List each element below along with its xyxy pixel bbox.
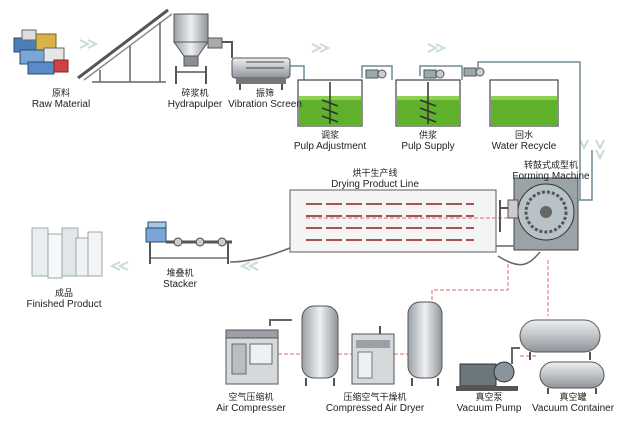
label-en: Air Compresser <box>216 403 286 414</box>
label-en: Forming Machine <box>512 171 590 182</box>
label-air-compressor: 空气压缩机 Air Compresser <box>208 392 294 414</box>
label-cn: 空气压缩机 <box>228 392 274 402</box>
label-en: Vacuum Container <box>531 403 615 414</box>
label-en: Hydrapulper <box>167 99 223 110</box>
pulp-supply-tank <box>395 79 461 127</box>
label-en: Finished Product <box>26 299 102 310</box>
label-water-recycle: 回水 Water Recycle <box>484 130 564 152</box>
label-cn: 真空泵 <box>475 392 503 402</box>
flow-arrows <box>79 39 605 271</box>
label-en: Pulp Supply <box>401 141 455 152</box>
label-vibration-screen: 振筛 Vibration Screen <box>222 88 308 110</box>
flow-arrow-icon <box>117 261 129 271</box>
flow-arrow-icon <box>311 43 323 53</box>
feed-conveyor <box>77 8 173 83</box>
forming-machine-icon <box>499 150 593 251</box>
label-raw-material: 原料 Raw Material <box>26 88 96 110</box>
label-hydrapulper: 碎浆机 Hydrapulper <box>160 88 230 110</box>
transfer-belts <box>229 245 541 266</box>
air-tank-icon <box>301 305 339 386</box>
label-compressed-air-dryer: 压缩空气干燥机 Compressed Air Dryer <box>320 392 430 414</box>
label-vacuum-container: 真空罐 Vacuum Container <box>528 392 618 414</box>
flow-arrow-icon <box>247 261 259 271</box>
flow-arrow-icon <box>79 39 91 49</box>
label-drying-line: 烘干生产线 Drying Product Line <box>320 168 430 190</box>
vibration-screen-icon <box>231 57 291 90</box>
label-cn: 碎浆机 <box>181 88 209 98</box>
label-cn: 堆叠机 <box>166 268 194 278</box>
label-cn: 成品 <box>54 288 73 298</box>
label-en: Compressed Air Dryer <box>325 403 425 414</box>
flow-arrow-icon <box>109 261 121 271</box>
pulp-adjustment-tank <box>297 79 363 127</box>
label-en: Stacker <box>163 279 197 290</box>
hydrapulper-icon <box>173 13 233 84</box>
stacker-icon <box>145 221 232 264</box>
label-vacuum-pump: 真空泵 Vacuum Pump <box>452 392 526 414</box>
water-recycle-tank <box>489 79 559 127</box>
air-compressor-icon <box>225 319 292 385</box>
label-pulp-supply: 供浆 Pulp Supply <box>390 130 466 152</box>
flow-arrow-icon <box>319 43 331 53</box>
raw-material-icon <box>13 29 69 75</box>
label-en: Pulp Adjustment <box>293 141 367 152</box>
label-cn: 转鼓式成型机 <box>523 160 578 170</box>
finished-product-icon <box>31 227 103 279</box>
label-en: Raw Material <box>31 99 91 110</box>
label-cn: 压缩空气干燥机 <box>343 392 407 402</box>
air-lines <box>278 260 549 357</box>
label-cn: 真空罐 <box>559 392 587 402</box>
label-finished-product: 成品 Finished Product <box>16 288 112 310</box>
pump-icon <box>365 67 485 79</box>
label-en: Drying Product Line <box>331 179 419 190</box>
vacuum-pump-icon <box>456 347 520 391</box>
air-tank-icon <box>407 301 443 386</box>
air-dryer-icon <box>351 326 395 385</box>
label-en: Water Recycle <box>491 141 557 152</box>
label-cn: 供浆 <box>418 130 437 140</box>
label-cn: 振筛 <box>255 88 274 98</box>
label-cn: 回水 <box>514 130 533 140</box>
flow-arrow-icon <box>87 39 99 49</box>
label-cn: 原料 <box>51 88 70 98</box>
flow-arrow-icon <box>435 43 447 53</box>
flow-arrow-icon <box>579 139 589 151</box>
flow-arrow-icon <box>595 149 605 161</box>
drying-line-box <box>289 189 520 253</box>
pulp-pipes <box>290 61 581 200</box>
label-pulp-adjustment: 调浆 Pulp Adjustment <box>290 130 370 152</box>
label-cn: 烘干生产线 <box>352 168 398 178</box>
flow-arrow-icon <box>239 261 251 271</box>
flow-arrow-icon <box>427 43 439 53</box>
drying-racks <box>306 203 474 241</box>
label-en: Vibration Screen <box>228 99 302 110</box>
flow-arrow-icon <box>595 139 605 151</box>
label-forming-machine: 转鼓式成型机 Forming Machine <box>506 160 596 182</box>
label-stacker: 堆叠机 Stacker <box>150 268 210 290</box>
label-en: Vacuum Pump <box>456 403 522 414</box>
vacuum-container-icon <box>519 319 605 394</box>
label-cn: 调浆 <box>320 130 339 140</box>
